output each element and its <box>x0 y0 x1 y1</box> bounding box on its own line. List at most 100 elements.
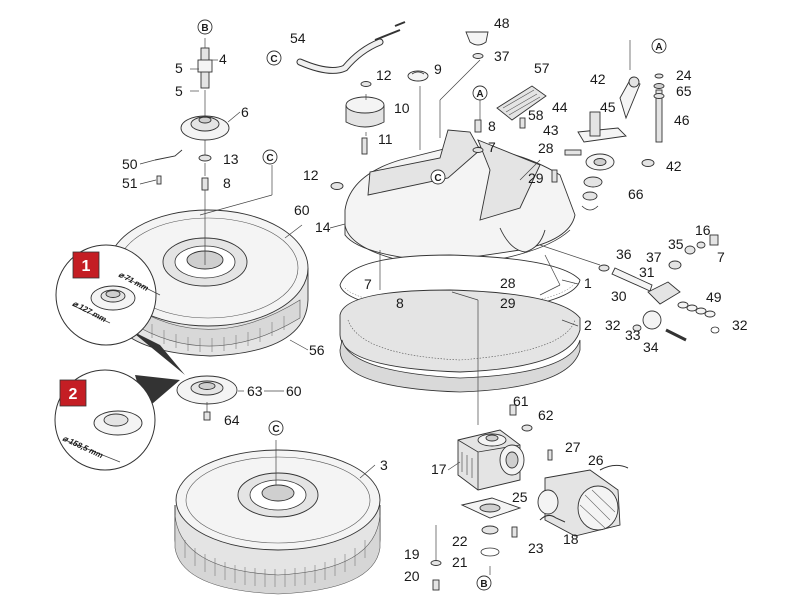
label-37b: 37 <box>646 249 662 265</box>
label-16: 16 <box>695 222 711 238</box>
ref-b-top: B <box>197 19 213 35</box>
label-18: 18 <box>563 531 579 547</box>
ref-b-bottom: B <box>476 575 492 591</box>
label-8b: 8 <box>396 295 404 311</box>
detail-1-inset: ⌀ 71 mm ⌀ 127 mm <box>55 244 185 375</box>
label-29a: 29 <box>528 170 544 186</box>
label-45: 45 <box>600 99 616 115</box>
badge-1: 1 <box>72 251 100 279</box>
label-13: 13 <box>223 151 239 167</box>
label-60a: 60 <box>294 202 310 218</box>
flange-25 <box>460 497 522 557</box>
ref-a-right: A <box>651 38 667 54</box>
grille-57 <box>496 85 547 129</box>
label-12b: 12 <box>303 167 319 183</box>
label-19: 19 <box>404 546 420 562</box>
label-33: 33 <box>625 327 641 343</box>
label-8a: 8 <box>223 175 231 191</box>
brush-block-60 <box>107 209 309 357</box>
label-60b: 60 <box>286 383 302 399</box>
label-11: 11 <box>378 131 393 147</box>
label-31: 31 <box>639 264 655 280</box>
washer-13 <box>198 140 212 162</box>
bolts-8-7-center <box>472 119 484 153</box>
axle-31 <box>598 264 653 292</box>
label-28b: 28 <box>500 275 516 291</box>
svg-text:C: C <box>434 173 441 184</box>
label-50: 50 <box>122 156 138 172</box>
label-30: 30 <box>611 288 627 304</box>
label-46: 46 <box>674 112 690 128</box>
label-35: 35 <box>668 236 684 252</box>
label-22: 22 <box>452 533 468 549</box>
label-3: 3 <box>380 457 388 473</box>
roller-66 <box>581 153 615 211</box>
label-44: 44 <box>552 99 568 115</box>
label-43: 43 <box>543 122 559 138</box>
gearbox-17 <box>457 429 525 491</box>
label-26: 26 <box>588 452 604 468</box>
label-56: 56 <box>309 342 325 358</box>
part-number-labels: 4 5 5 6 50 13 51 8 60 56 63 60 64 3 54 1… <box>122 15 748 584</box>
ref-c-brush60: C <box>262 149 278 165</box>
cable-18 <box>539 514 566 523</box>
label-32b: 32 <box>732 317 748 333</box>
skirt-2 <box>339 289 581 393</box>
label-42a: 42 <box>590 71 606 87</box>
label-57: 57 <box>534 60 550 76</box>
label-20: 20 <box>404 568 420 584</box>
ref-c-hose: C <box>266 50 282 66</box>
weight-10 <box>345 96 385 128</box>
washer-12-top <box>360 81 372 87</box>
label-leaders <box>139 59 579 479</box>
screws-28-29 <box>551 149 582 183</box>
clip-50 <box>154 149 183 185</box>
screws-19-20-23 <box>430 525 518 591</box>
label-14: 14 <box>315 219 331 235</box>
label-49: 49 <box>706 289 722 305</box>
badge-2: 2 <box>59 379 87 407</box>
label-37a: 37 <box>494 48 510 64</box>
wheel-33 <box>632 310 720 342</box>
label-21: 21 <box>452 554 468 570</box>
label-7b: 7 <box>488 139 496 155</box>
label-28a: 28 <box>538 140 554 156</box>
label-1: 1 <box>584 275 592 291</box>
svg-text:B: B <box>480 579 487 590</box>
svg-text:C: C <box>266 153 273 164</box>
label-23: 23 <box>528 540 544 556</box>
ref-c-deck: C <box>430 169 446 185</box>
nut-42-right <box>641 159 655 167</box>
label-34: 34 <box>643 339 659 355</box>
bracket-43 <box>577 111 627 143</box>
cap-9 <box>407 70 429 82</box>
label-12a: 12 <box>376 67 392 83</box>
label-7a: 7 <box>364 276 372 292</box>
label-24: 24 <box>676 67 692 83</box>
brush-3 <box>174 449 381 595</box>
springs-49 <box>677 301 716 318</box>
label-65: 65 <box>676 83 692 99</box>
assembly-leaders <box>199 40 631 575</box>
svg-text:A: A <box>476 89 483 100</box>
hose-54 <box>296 21 406 74</box>
lever-45 <box>619 76 641 120</box>
label-63: 63 <box>247 383 263 399</box>
label-10: 10 <box>394 100 410 116</box>
label-8c: 8 <box>488 118 496 134</box>
label-25: 25 <box>512 489 528 505</box>
svg-text:B: B <box>201 23 208 34</box>
label-27: 27 <box>565 439 581 455</box>
nut-12-left <box>330 182 344 190</box>
wheel-holder-30 <box>647 234 719 305</box>
label-62: 62 <box>538 407 554 423</box>
label-7c: 7 <box>717 249 725 265</box>
screws-61-62-27 <box>509 404 553 461</box>
motor-26 <box>537 464 629 537</box>
pin-11 <box>361 137 368 155</box>
label-6: 6 <box>241 104 249 120</box>
hub-6 <box>180 90 230 141</box>
label-32a: 32 <box>605 317 621 333</box>
label-42b: 42 <box>666 158 682 174</box>
